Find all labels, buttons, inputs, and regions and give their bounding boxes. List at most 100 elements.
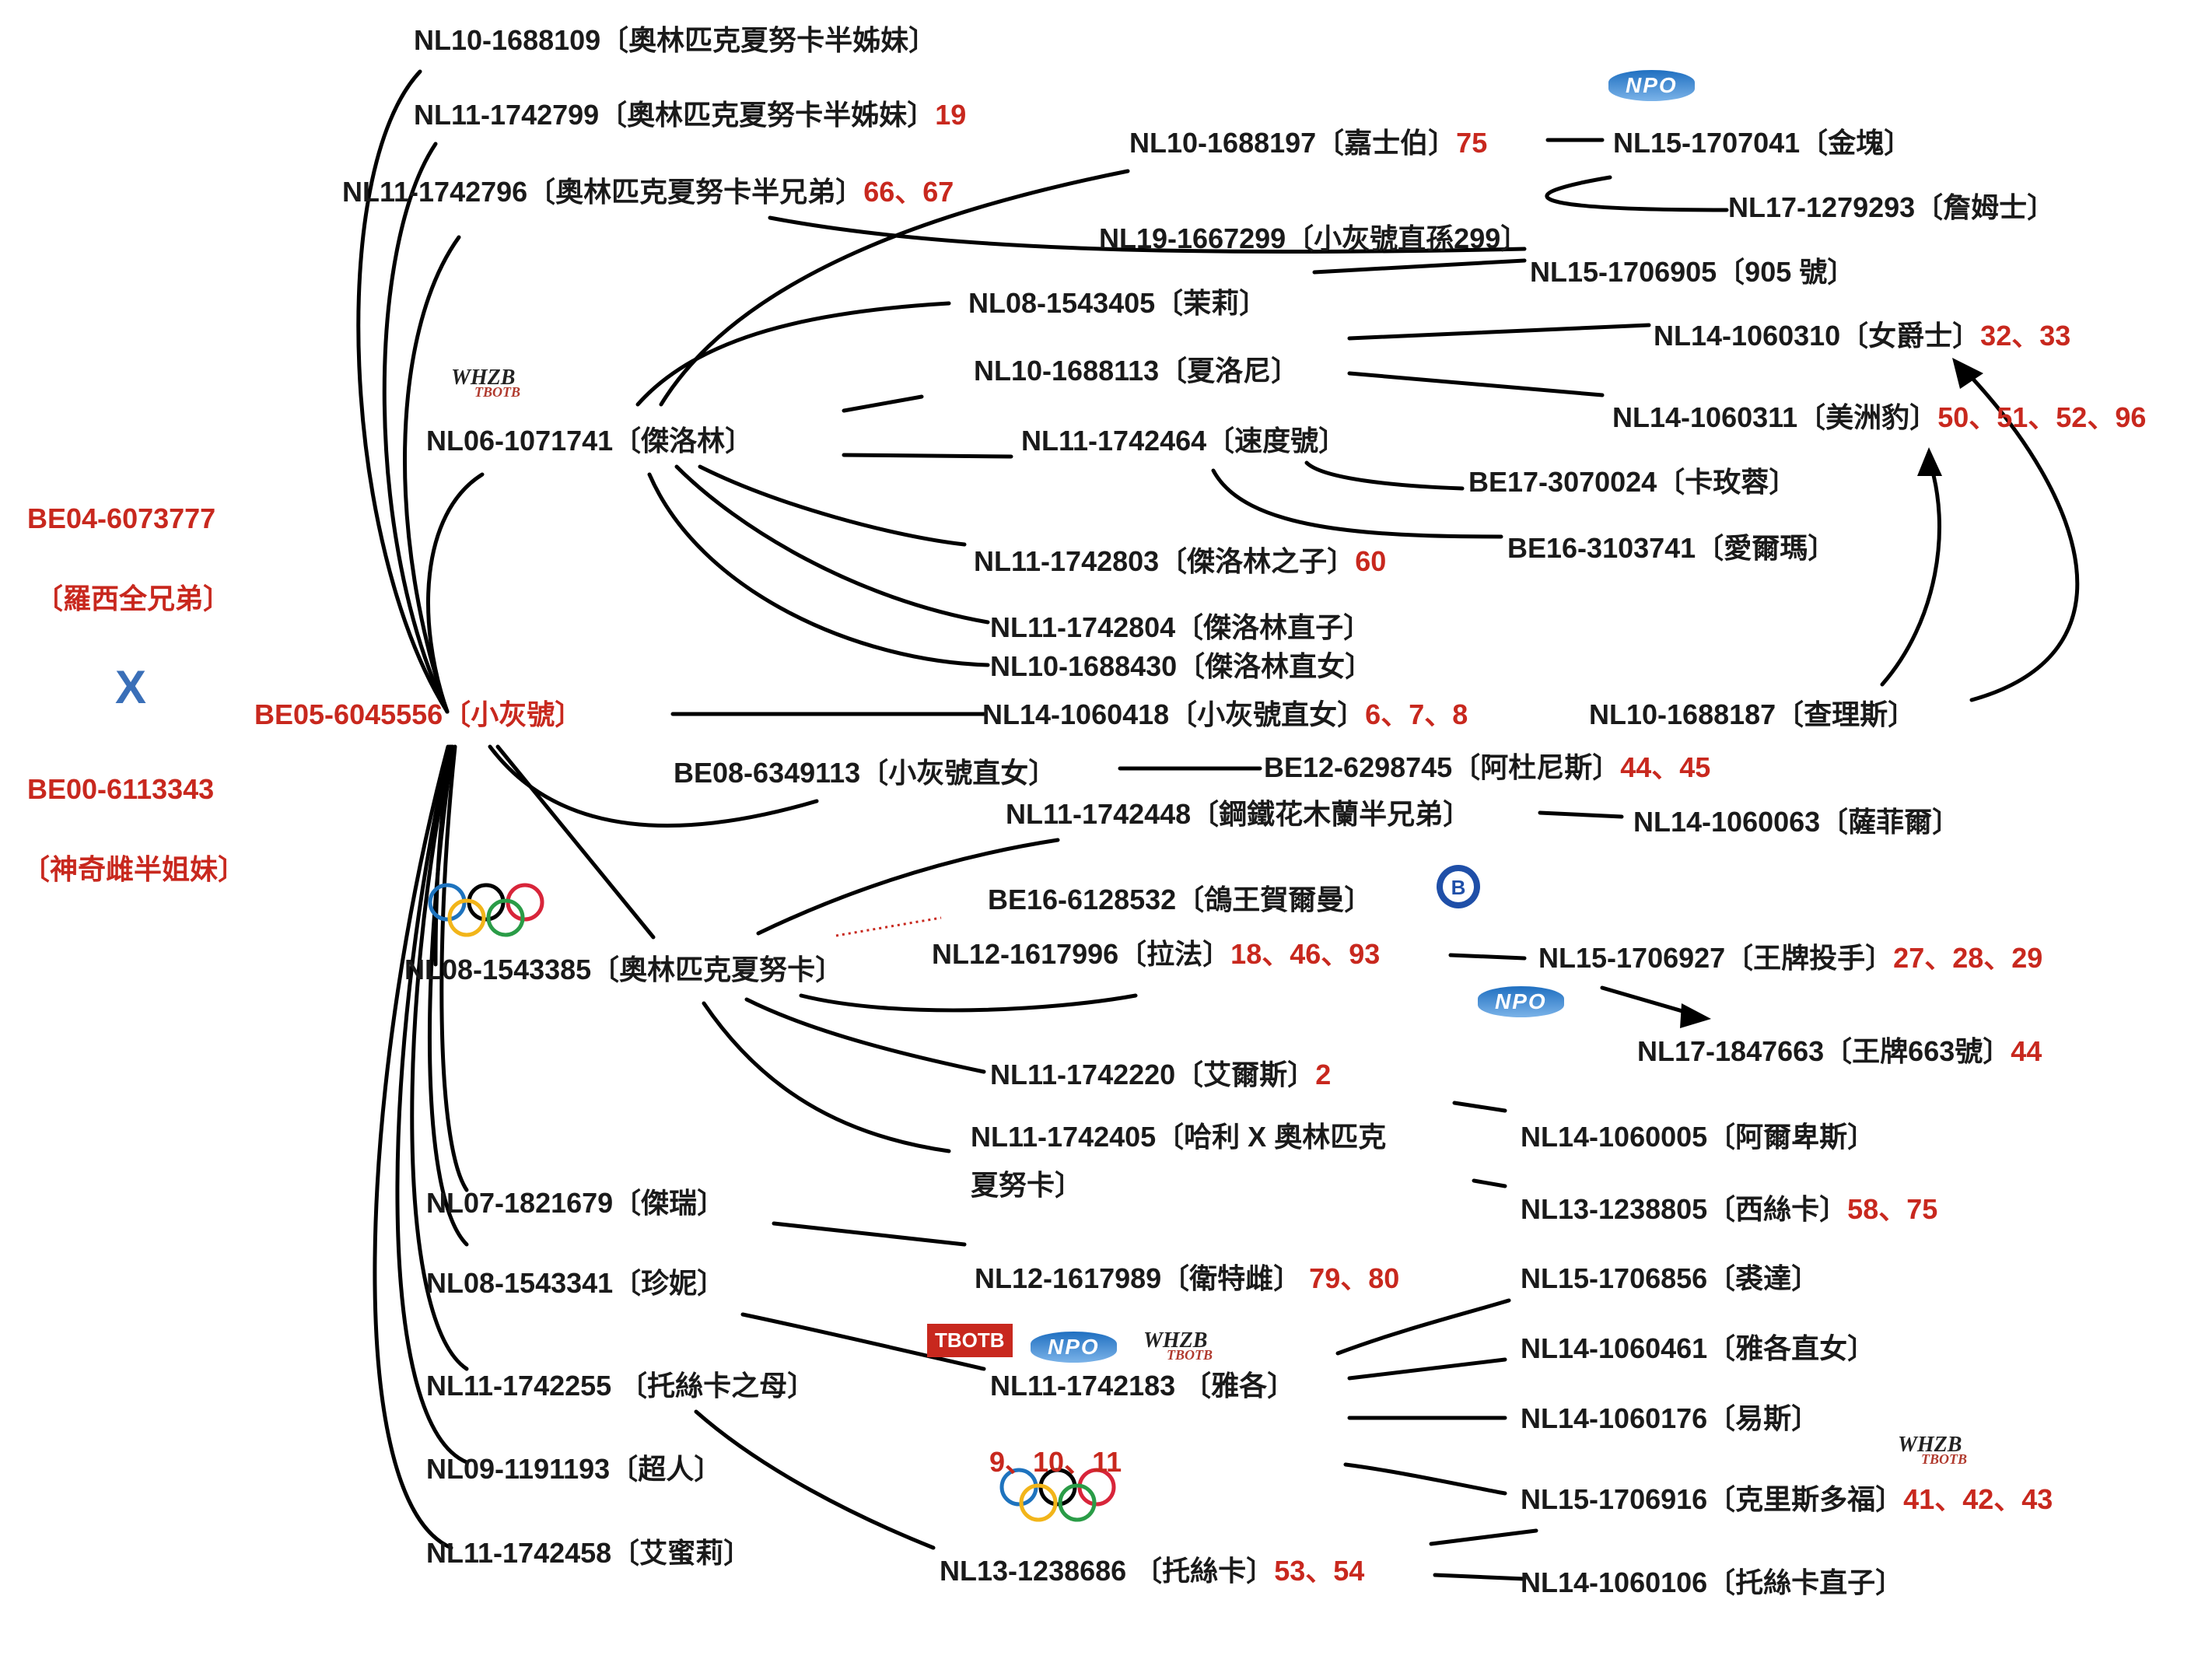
node-nl14-1060063: NL14-1060063〔薩菲爾〕 (1633, 805, 1960, 839)
node-label: NL11-1742448〔鋼鐵花木蘭半兄弟〕 (1006, 798, 1472, 830)
node-label: NL10-1688197〔嘉士伯〕 (1129, 127, 1457, 159)
node-label: NL19-1667299〔小灰號直孫299〕 (1099, 222, 1529, 254)
link-n28-n25 (756, 838, 1060, 936)
node-label: BE16-3103741〔愛爾瑪〕 (1507, 532, 1836, 564)
node-nl19-1667299: NL19-1667299〔小灰號直孫299〕 (1099, 222, 1528, 256)
node-nl08-1543405: NL08-1543405〔茉莉〕 (968, 286, 1267, 320)
node-label: NL15-1706856〔裘達〕 (1521, 1262, 1820, 1294)
olympic-rings-icon-bottom (999, 1468, 1116, 1522)
node-nl14-1060310: NL14-1060310〔女爵士〕32、33 (1654, 319, 2070, 353)
link-root-n28b (433, 744, 453, 967)
node-label: NL11-1742803〔傑洛林之子〕 (974, 545, 1356, 577)
node-label: BE08-6349113〔小灰號直女〕 (674, 757, 1057, 789)
node-nl14-1060311: NL14-1060311〔美洲豹〕50、51、52、96 (1612, 401, 2146, 435)
link-root-n23 (488, 744, 819, 828)
node-label: NL15-1706905〔905 號〕 (1530, 256, 1856, 288)
node-label: NL15-1706916〔克里斯多福〕 (1521, 1483, 1904, 1515)
node-nl14-1060418: NL14-1060418〔小灰號直女〕6、7、8 (982, 698, 1468, 732)
node-nl10-1688430: NL10-1688430〔傑洛林直女〕 (990, 649, 1373, 684)
node-label: BE17-3070024〔卡玫蓉〕 (1468, 466, 1797, 498)
link-root-n1 (356, 69, 450, 714)
arrow-n22-n12 (1880, 457, 1941, 687)
node-label: BE16-6128532〔鴿王賀爾曼〕 (988, 884, 1373, 915)
node-label: NL10-1688430〔傑洛林直女〕 (990, 650, 1374, 682)
node-nl08-1543341: NL08-1543341〔珍妮〕 (426, 1266, 725, 1300)
link-root-n36 (439, 744, 469, 1192)
link-n15 (1304, 460, 1465, 491)
node-label: NL17-1279293〔詹姆士〕 (1728, 191, 2056, 223)
node-be08-6349113: BE08-6349113〔小灰號直女〕 (674, 756, 1056, 790)
node-nl15-1706905: NL15-1706905〔905 號〕 (1530, 255, 1855, 289)
link-n13-n9 (635, 301, 951, 407)
node-nl11-1742405: NL11-1742405〔哈利 X 奧林匹克 (971, 1120, 1386, 1154)
node-nl09-1191193: NL09-1191193〔超人〕 (426, 1452, 722, 1486)
node-label: NL11-1742405〔哈利 X 奧林匹克 (971, 1121, 1387, 1153)
node-label: NL10-1688113〔夏洛尼〕 (974, 355, 1300, 387)
node-results: 6、7、8 (1365, 698, 1468, 730)
node-results: 60 (1355, 545, 1387, 577)
node-label: NL08-1543385〔奧林匹克夏努卡〕 (404, 954, 844, 985)
node-nl15-1706927: NL15-1706927〔王牌投手〕27、28、29 (1538, 941, 2042, 975)
link-n28-n29 (799, 993, 1138, 1013)
link-n36-n39 (772, 1221, 967, 1247)
node-nl08-1543385: NL08-1543385〔奧林匹克夏努卡〕 (404, 953, 843, 987)
sire-name: 〔羅西全兄弟〕 (35, 583, 232, 614)
link-n43-n40 (1335, 1298, 1511, 1356)
node-label: NL11-1742796〔奧林匹克夏努卡半兄弟〕 (342, 176, 864, 208)
node-be16-6128532: BE16-6128532〔鴿王賀爾曼〕 (988, 883, 1372, 917)
link-n26 (1538, 810, 1624, 819)
link-n48-n46 (1429, 1528, 1538, 1546)
link-n29-n30 (1448, 953, 1527, 961)
node-nl11-1742255: NL11-1742255 〔托絲卡之母〕 (426, 1369, 815, 1403)
node-label: NL11-1742799〔奧林匹克夏努卡半姊妹〕 (414, 99, 936, 131)
node-label: BE12-6298745〔阿杜尼斯〕 (1264, 751, 1621, 783)
node-label: NL12-1617989〔衛特雌〕 (975, 1262, 1302, 1294)
node-nl10-1688187: NL10-1688187〔查理斯〕 (1589, 698, 1916, 732)
belgium-federation-icon: B (1437, 865, 1480, 908)
node-nl13-1238686: NL13-1238686 〔托絲卡〕53、54 (940, 1554, 1364, 1588)
cross-symbol: X (115, 661, 147, 713)
link-n13-n14 (842, 453, 1013, 459)
node-results: 66、67 (863, 176, 954, 208)
node-results: 50、51、52、96 (1937, 401, 2147, 433)
node-nl11-1742458: NL11-1742458〔艾蜜莉〕 (426, 1536, 751, 1570)
node-label: NL11-1742458〔艾蜜莉〕 (426, 1537, 752, 1569)
link-root-n2 (382, 142, 450, 714)
node-label: NL15-1706927〔王牌投手〕 (1538, 942, 1894, 974)
node-nl14-1060106: NL14-1060106〔托絲卡直子〕 (1521, 1566, 1903, 1600)
node-label: NL13-1238686 〔托絲卡〕 (940, 1555, 1275, 1587)
npo-logo-icon-3: NPO (1031, 1332, 1117, 1363)
node-nl10-1688197: NL10-1688197〔嘉士伯〕75 (1129, 126, 1487, 160)
npo-logo-icon-2: NPO (1478, 986, 1564, 1017)
link-n13-n17 (698, 464, 967, 547)
node-nl11-1742804: NL11-1742804〔傑洛林直子〕 (990, 611, 1371, 645)
link-n13-n18 (674, 464, 990, 625)
node-label: NL06-1071741〔傑洛林〕 (426, 425, 754, 457)
tbotb-badge: TBOTB (927, 1324, 1013, 1357)
link-root-n42 (410, 744, 469, 1371)
node-label: NL08-1543405〔茉莉〕 (968, 287, 1268, 319)
node-label: BE05-6045556〔小灰號〕 (254, 698, 583, 730)
arrow-n30-n31 (1600, 985, 1698, 1017)
node-label: NL14-1060418〔小灰號直女〕 (982, 698, 1366, 730)
node-nl11-1742405-line2: 夏努卡〕 (971, 1168, 1083, 1202)
node-label: NL11-1742183 〔雅各〕 (990, 1370, 1296, 1402)
node-results: 18、46、93 (1230, 938, 1381, 970)
link-n28-n33 (702, 1001, 951, 1153)
node-nl11-1742220: NL11-1742220〔艾爾斯〕2 (990, 1058, 1331, 1092)
arrowhead-1 (1917, 447, 1942, 476)
node-label: NL11-1742804〔傑洛林直子〕 (990, 611, 1372, 643)
node-label: NL17-1847663〔王牌663號〕 (1637, 1035, 2011, 1067)
node-label: NL08-1543341〔珍妮〕 (426, 1267, 726, 1299)
node-label: NL14-1060063〔薩菲爾〕 (1633, 806, 1961, 838)
node-nl10-1688113: NL10-1688113〔夏洛尼〕 (974, 354, 1299, 388)
node-results: 19 (935, 99, 967, 131)
sire-ring: BE04-6073777 (27, 502, 216, 534)
node-nl14-1060005: NL14-1060005〔阿爾卑斯〕 (1521, 1120, 1875, 1154)
link-n10 (1347, 323, 1651, 341)
node-label: NL11-1742464〔速度號〕 (1021, 425, 1347, 457)
